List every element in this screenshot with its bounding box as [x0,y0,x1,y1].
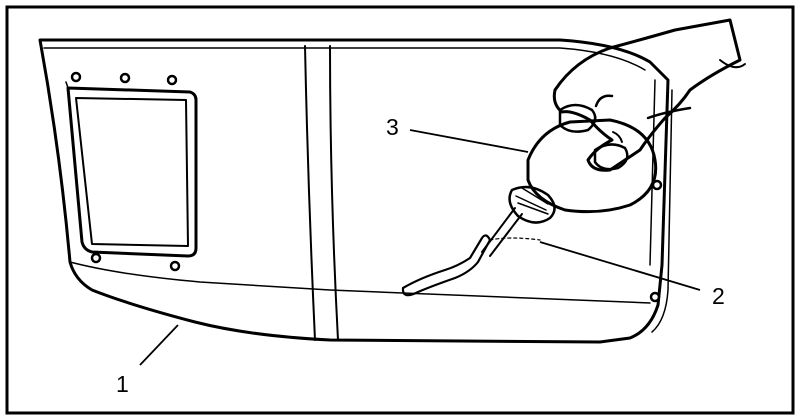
bolt-icon [169,260,181,272]
hand-with-bottle [481,18,746,257]
leader-lines [139,129,701,366]
leader-line-2 [539,241,701,291]
bolt-icon [70,71,82,83]
callout-3: 3 [386,114,399,140]
bolt-icon [649,291,661,303]
leader-line-1 [139,324,179,366]
bolt-icon [166,74,178,86]
figure-border [5,5,795,415]
panel-bolts [70,71,663,303]
panel-body [38,38,673,344]
access-window [65,81,198,258]
bolt-icon [119,72,131,84]
callout-2: 2 [712,283,725,309]
callout-1: 1 [116,371,129,397]
leader-line-3 [409,129,529,153]
bolt-icon [90,252,102,264]
